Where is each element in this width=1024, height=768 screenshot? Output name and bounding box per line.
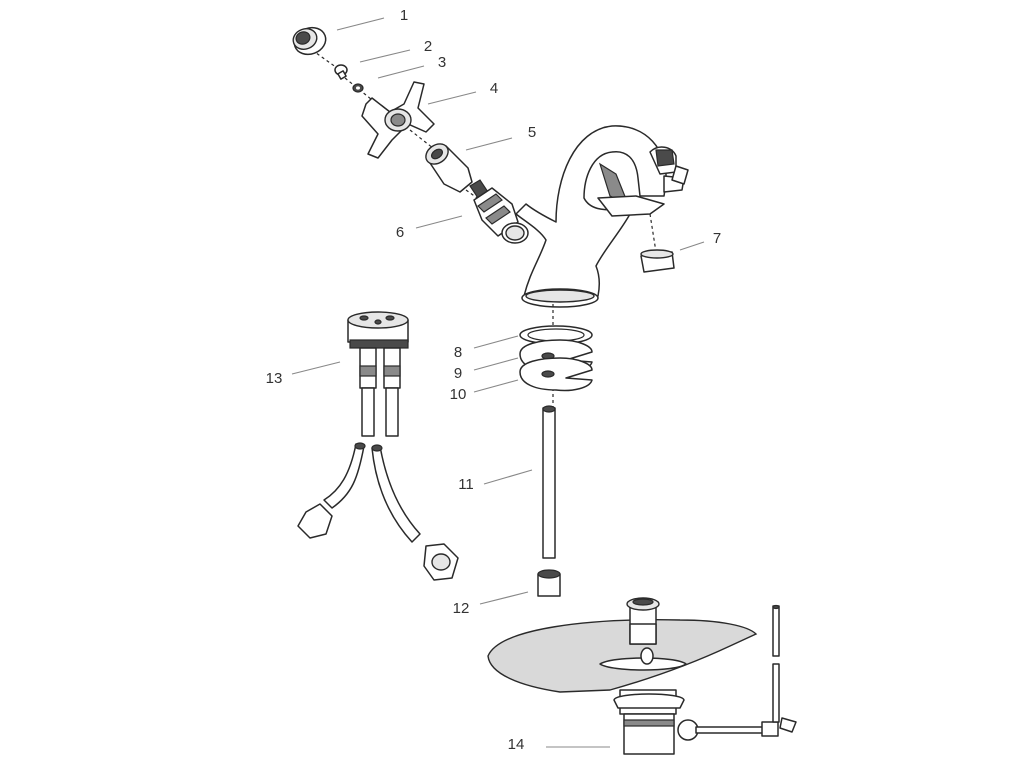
part-2-screw xyxy=(334,64,348,80)
part-13-hoses xyxy=(297,311,459,581)
leader-1 xyxy=(336,17,385,31)
part-11-rod xyxy=(542,405,556,559)
callout-10: 10 xyxy=(450,386,467,403)
callout-11: 11 xyxy=(458,476,474,493)
leader-13 xyxy=(291,361,341,375)
callout-14: 14 xyxy=(508,736,525,753)
callout-6: 6 xyxy=(396,224,404,241)
part-1-cap xyxy=(292,26,341,71)
callout-7: 7 xyxy=(713,230,721,247)
leader-5 xyxy=(465,137,513,151)
callout-3: 3 xyxy=(438,54,446,71)
leader-9 xyxy=(473,357,519,371)
callout-12: 12 xyxy=(453,600,470,617)
part-14-waste-assembly xyxy=(487,597,797,755)
faucet-body xyxy=(501,125,667,308)
leader-7 xyxy=(679,241,705,251)
leader-10 xyxy=(473,379,519,393)
leader-8 xyxy=(473,335,519,349)
leader-6 xyxy=(415,215,463,229)
callout-labels: 1 2 3 4 5 6 7 8 9 10 11 12 13 14 xyxy=(266,7,722,753)
leader-12 xyxy=(479,591,529,605)
callout-2: 2 xyxy=(424,38,432,55)
leader-4 xyxy=(427,91,477,105)
part-12-nut xyxy=(537,569,561,597)
callout-13: 13 xyxy=(266,370,283,387)
callout-4: 4 xyxy=(490,80,498,97)
callout-1: 1 xyxy=(400,7,408,24)
part-3-washer xyxy=(344,77,383,109)
part-5-sleeve xyxy=(409,129,473,193)
part-7-aerator xyxy=(640,213,675,273)
callout-9: 9 xyxy=(454,365,462,382)
callout-8: 8 xyxy=(454,344,462,361)
parts-8-9-10-mounting xyxy=(519,304,593,410)
leader-3 xyxy=(377,65,425,79)
lift-rod-knob xyxy=(649,146,689,193)
part-6-cartridge xyxy=(465,179,519,237)
leader-lines xyxy=(291,17,705,748)
callout-5: 5 xyxy=(528,124,536,141)
leader-11 xyxy=(483,469,533,485)
part-4-cross-handle xyxy=(361,81,435,159)
leader-2 xyxy=(359,49,411,63)
